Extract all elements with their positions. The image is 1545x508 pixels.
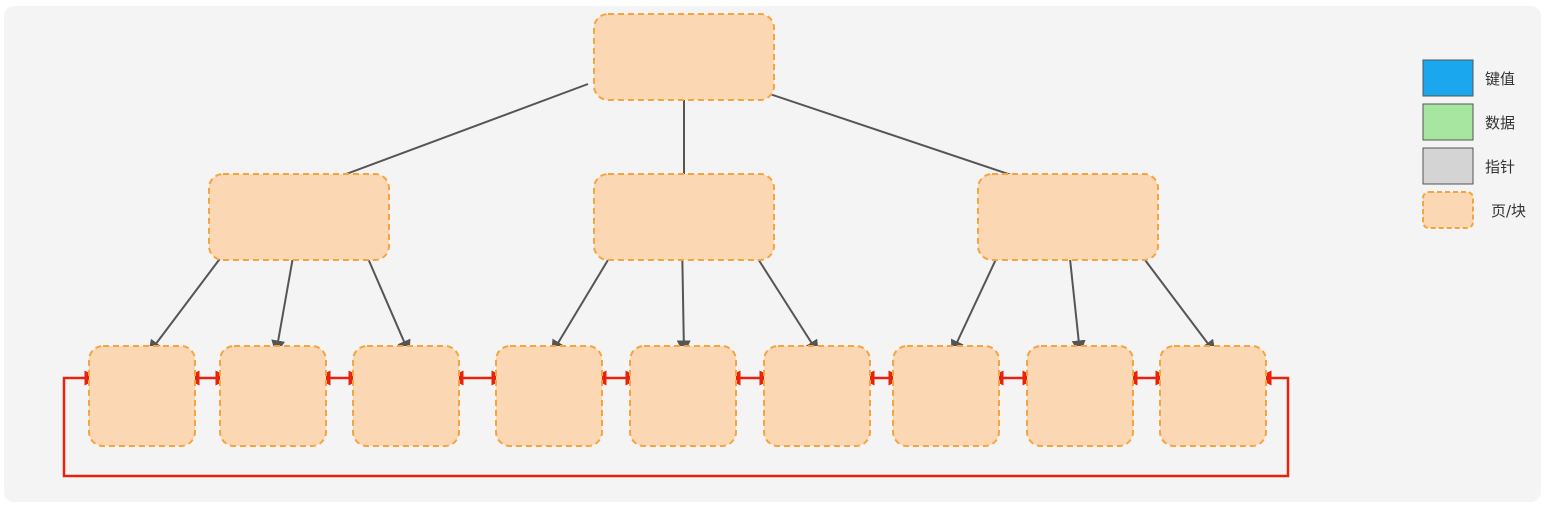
internal-0-page [208, 173, 390, 261]
legend-page-swatch [1422, 191, 1474, 229]
legend-key-label: 键值 [1485, 70, 1515, 88]
leaf-8-page [1159, 345, 1267, 447]
tree-nodes: 3867162955589094612161829343845555658626… [88, 13, 1267, 447]
leaf-2-page [352, 345, 460, 447]
root-page [593, 13, 775, 101]
legend-data-label: 数据 [1485, 114, 1515, 132]
leaf-1-page [219, 345, 327, 447]
legend-pointer-swatch [1422, 147, 1474, 185]
legend-key-swatch [1422, 59, 1474, 97]
circular-link-arrow [62, 370, 1290, 478]
leaf-7-page [1026, 345, 1134, 447]
internal-2-page [977, 173, 1159, 261]
legend-page-label: 页/块 [1491, 202, 1526, 220]
internal-1-page [593, 173, 775, 261]
legend-data-swatch [1422, 103, 1474, 141]
leaf-4-page [629, 345, 737, 447]
leaf-6-page [892, 345, 1000, 447]
legend-pointer-label: 指针 [1485, 158, 1515, 176]
leaf-5-page [763, 345, 871, 447]
leaf-3-page [495, 345, 603, 447]
leaf-0-page [88, 345, 196, 447]
